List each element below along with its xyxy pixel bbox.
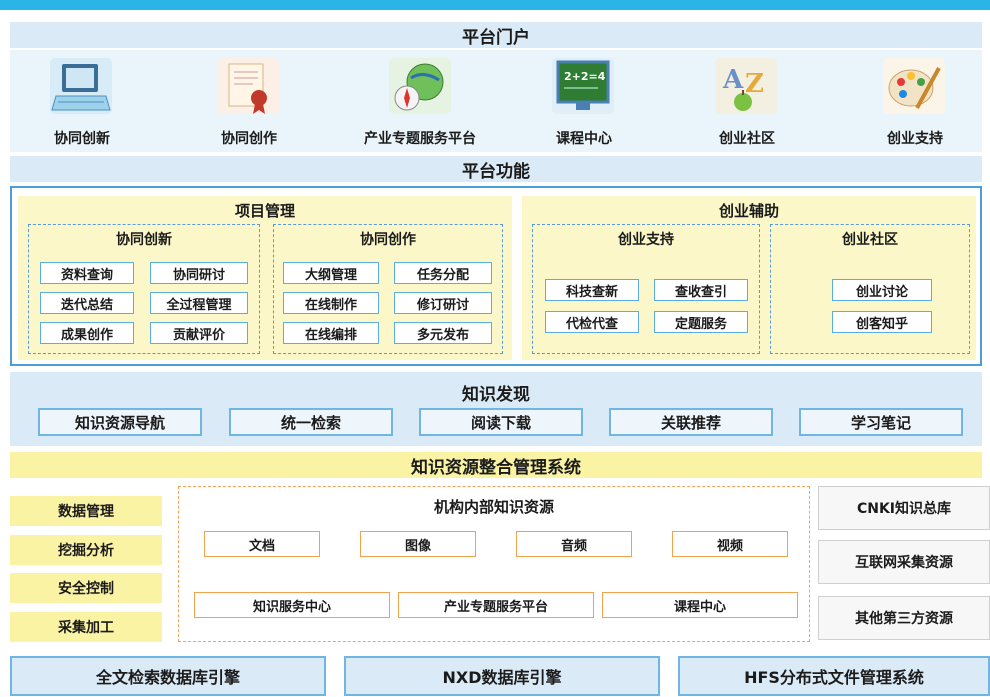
btn-代检代查[interactable]: 代检代查 xyxy=(545,311,639,333)
btn-资料查询[interactable]: 资料查询 xyxy=(40,262,134,284)
portal-item-2[interactable]: 协同创作 xyxy=(185,52,313,150)
kms-right-item[interactable]: 其他第三方资源 xyxy=(818,596,990,640)
btn-在线制作[interactable]: 在线制作 xyxy=(283,292,379,314)
scroll-certificate-icon xyxy=(217,58,279,114)
btn-修订研讨[interactable]: 修订研讨 xyxy=(394,292,492,314)
startup-support-group xyxy=(532,224,760,354)
startup-community-title: 创业社区 xyxy=(842,232,898,248)
innovation-group xyxy=(28,224,260,354)
btn-科技查新[interactable]: 科技查新 xyxy=(545,279,639,301)
btn-related-recommend[interactable]: 关联推荐 xyxy=(609,408,773,436)
kms-left-item[interactable]: 数据管理 xyxy=(10,496,162,526)
btn-image[interactable]: 图像 xyxy=(360,531,476,557)
kms-right-item[interactable]: CNKI知识总库 xyxy=(818,486,990,530)
btn-video[interactable]: 视频 xyxy=(672,531,788,557)
btn-创业讨论[interactable]: 创业讨论 xyxy=(832,279,932,301)
project-management-title: 项目管理 xyxy=(234,202,295,220)
kms-left-item[interactable]: 挖掘分析 xyxy=(10,535,162,565)
computer-keyboard-icon xyxy=(50,58,112,114)
engine-nxd[interactable]: NXD数据库引擎 xyxy=(344,656,660,696)
btn-audio[interactable]: 音频 xyxy=(516,531,632,557)
svg-text:Z: Z xyxy=(745,69,764,99)
internal-resources-group xyxy=(178,486,810,642)
engine-fulltext[interactable]: 全文检索数据库引擎 xyxy=(10,656,326,696)
creation-group xyxy=(273,224,503,354)
startup-community-group xyxy=(770,224,970,354)
kms-left-item[interactable]: 安全控制 xyxy=(10,573,162,603)
btn-查收查引[interactable]: 查收查引 xyxy=(654,279,748,301)
btn-成果创作[interactable]: 成果创作 xyxy=(40,322,134,344)
innovation-title: 协同创新 xyxy=(116,232,172,248)
functions-title: 平台功能 xyxy=(10,156,982,182)
creation-title: 协同创作 xyxy=(360,232,416,248)
btn-study-notes[interactable]: 学习笔记 xyxy=(799,408,963,436)
portal-item-label: 协同创作 xyxy=(221,131,277,147)
portal-item-5[interactable]: A Z 创业社区 xyxy=(683,52,811,150)
btn-创客知乎[interactable]: 创客知乎 xyxy=(832,311,932,333)
portal-item-label: 协同创新 xyxy=(54,131,110,147)
globe-compass-icon xyxy=(389,58,451,114)
az-apple-icon: A Z xyxy=(715,58,777,114)
svg-text:2+2=4: 2+2=4 xyxy=(564,70,606,83)
btn-course-center[interactable]: 课程中心 xyxy=(602,592,798,618)
btn-read-download[interactable]: 阅读下载 xyxy=(419,408,583,436)
portal-item-3[interactable]: 产业专题服务平台 xyxy=(330,52,510,150)
portal-item-label: 产业专题服务平台 xyxy=(364,131,476,147)
startup-assist-title: 创业辅助 xyxy=(718,202,779,220)
portal-area xyxy=(10,50,982,152)
chalkboard-icon: 2+2=4 xyxy=(552,58,614,114)
internal-resources-title: 机构内部知识资源 xyxy=(433,498,554,516)
btn-knowledge-navigation[interactable]: 知识资源导航 xyxy=(38,408,202,436)
portal-item-6[interactable]: 创业支持 xyxy=(851,52,979,150)
portal-item-label: 创业支持 xyxy=(887,131,943,147)
btn-unified-search[interactable]: 统一检索 xyxy=(229,408,393,436)
portal-item-4[interactable]: 2+2=4 课程中心 xyxy=(520,52,648,150)
engine-hfs[interactable]: HFS分布式文件管理系统 xyxy=(678,656,990,696)
btn-迭代总结[interactable]: 迭代总结 xyxy=(40,292,134,314)
discovery-title: 知识发现 xyxy=(462,385,530,405)
portal-item-label: 课程中心 xyxy=(556,131,612,147)
portal-title: 平台门户 xyxy=(10,22,982,48)
btn-knowledge-service-center[interactable]: 知识服务中心 xyxy=(194,592,390,618)
btn-贡献评价[interactable]: 贡献评价 xyxy=(150,322,248,344)
btn-大纲管理[interactable]: 大纲管理 xyxy=(283,262,379,284)
btn-多元发布[interactable]: 多元发布 xyxy=(394,322,492,344)
svg-text:A: A xyxy=(722,65,744,95)
btn-全过程管理[interactable]: 全过程管理 xyxy=(150,292,248,314)
kms-right-item[interactable]: 互联网采集资源 xyxy=(818,540,990,584)
functions-frame xyxy=(10,186,982,366)
portal-item-label: 创业社区 xyxy=(719,131,775,147)
portal-item-1[interactable]: 协同创新 xyxy=(18,52,146,150)
btn-定题服务[interactable]: 定题服务 xyxy=(654,311,748,333)
startup-support-title: 创业支持 xyxy=(618,232,674,248)
btn-任务分配[interactable]: 任务分配 xyxy=(394,262,492,284)
kms-left-item[interactable]: 采集加工 xyxy=(10,612,162,642)
palette-brush-icon xyxy=(883,58,945,114)
btn-document[interactable]: 文档 xyxy=(204,531,320,557)
btn-在线编排[interactable]: 在线编排 xyxy=(283,322,379,344)
kms-title: 知识资源整合管理系统 xyxy=(10,452,982,478)
top-bar xyxy=(0,0,990,10)
btn-industry-platform[interactable]: 产业专题服务平台 xyxy=(398,592,594,618)
btn-协同研讨[interactable]: 协同研讨 xyxy=(150,262,248,284)
